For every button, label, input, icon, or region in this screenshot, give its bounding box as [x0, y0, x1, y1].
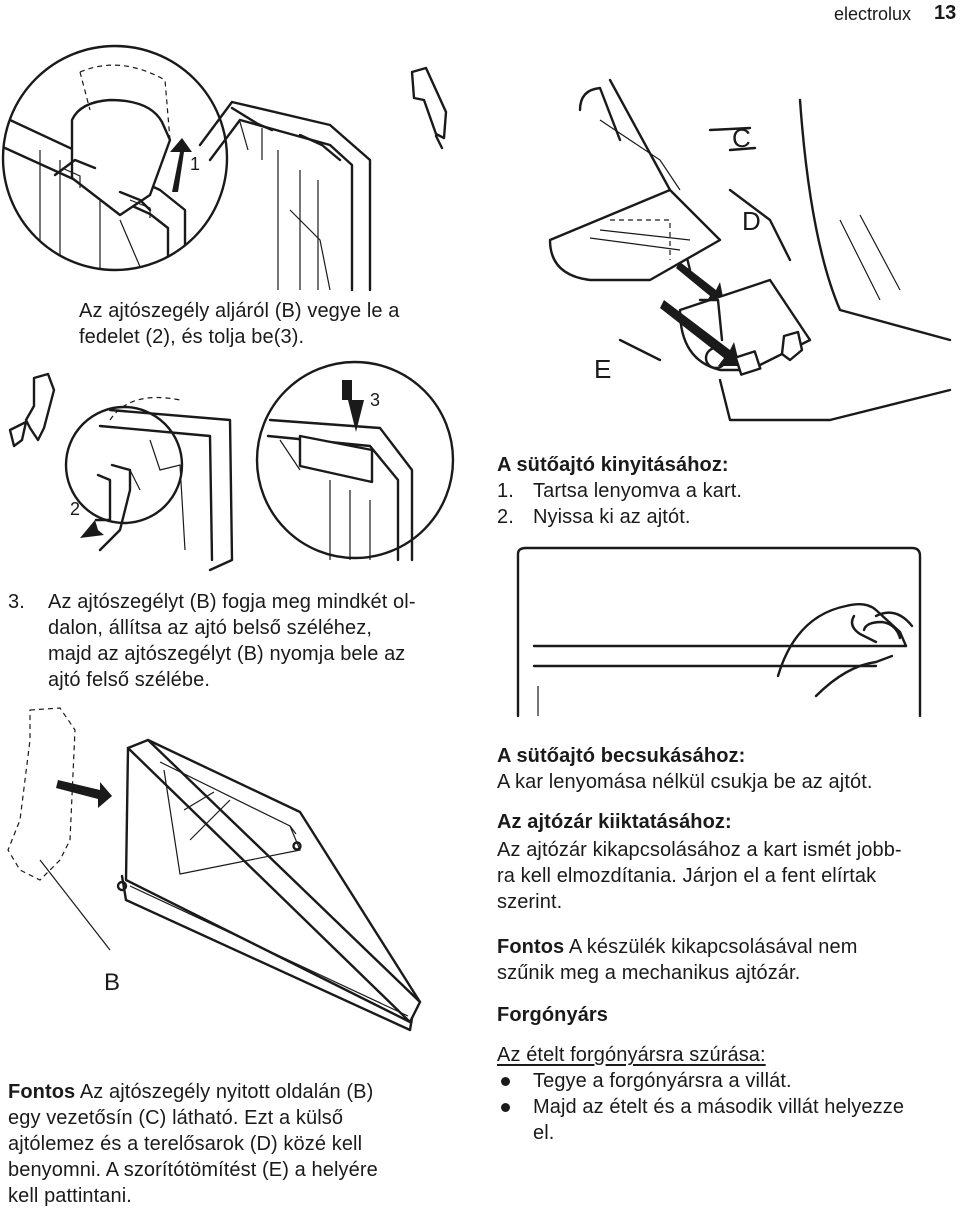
- open-step-1-text: Tartsa lenyomva a kart.: [533, 480, 743, 502]
- figure-label-c: C: [732, 123, 751, 153]
- important-left-line-1: Fontos Az ajtószegély nyitott oldalán (B…: [8, 1079, 378, 1105]
- rotisserie-bullet-2-continuation: el.: [533, 1122, 555, 1144]
- bullet-dot: [501, 1077, 510, 1086]
- figure-guide-rail: C D E: [548, 78, 952, 422]
- open-step-1: 1. Tartsa lenyomva a kart.: [497, 478, 742, 504]
- important-left-label: Fontos: [8, 1081, 76, 1103]
- disable-lock-line-3: szerint.: [497, 891, 563, 913]
- figure-door-trim: B: [7, 707, 422, 1032]
- figure-push-in: 2 3: [8, 360, 455, 572]
- figure-label-2: 2: [70, 499, 80, 519]
- step-3-line-4: ajtó felső szélébe.: [48, 669, 210, 691]
- section-rotisserie-instructions: Az ételt forgónyársra szúrása: Tegye a f…: [497, 1042, 904, 1146]
- important-right: Fontos A készülék kikapcsolásával nem sz…: [497, 934, 858, 986]
- rotisserie-subheading: Az ételt forgónyársra szúrása:: [497, 1044, 766, 1066]
- disable-lock-heading: Az ajtózár kiiktatásához:: [497, 811, 732, 833]
- figure-label-b: B: [104, 969, 120, 996]
- section-open-door: A sütőajtó kinyitásához: 1. Tartsa lenyom…: [497, 452, 742, 530]
- open-step-2-text: Nyissa ki az ajtót.: [533, 506, 691, 528]
- important-left-line-4: benyomni. A szorítótömítést (E) a helyér…: [8, 1159, 378, 1181]
- rotisserie-bullet-2: Majd az ételt és a második villát helyez…: [497, 1094, 904, 1146]
- page-number: 13: [934, 2, 957, 24]
- step-3: 3. Az ajtószegélyt (B) fogja meg mindkét…: [8, 589, 960, 693]
- caption-fig1-line-1: Az ajtószegély aljáról (B) vegye le a: [79, 300, 400, 322]
- rotisserie-heading: Forgónyárs: [497, 1004, 609, 1026]
- important-left: Fontos Az ajtószegély nyitott oldalán (B…: [8, 1079, 378, 1209]
- section-close-door: A sütőajtó becsukásához: A kar lenyomása…: [497, 743, 873, 795]
- rotisserie-bullet-1-text: Tegye a forgónyársra a villát.: [533, 1070, 792, 1092]
- figure-label-d: D: [742, 206, 761, 236]
- caption-fig1: Az ajtószegély aljáról (B) vegye le a fe…: [79, 298, 400, 350]
- important-left-line-5: kell pattintani.: [8, 1185, 132, 1207]
- rotisserie-bullet-1: Tegye a forgónyársra a villát.: [497, 1068, 904, 1094]
- figure-label-3: 3: [370, 390, 380, 410]
- figure-label-1: 1: [190, 154, 200, 174]
- figure-remove-cover: 1: [1, 44, 448, 292]
- brand-name: electrolux: [834, 4, 912, 24]
- section-disable-lock: Az ajtózár kiiktatásához: Az ajtózár kik…: [497, 809, 902, 915]
- open-step-2: 2. Nyissa ki az ajtót.: [497, 504, 742, 530]
- open-door-heading: A sütőajtó kinyitásához:: [497, 454, 729, 476]
- step-3-number: 3.: [8, 591, 25, 613]
- bullet-dot: [501, 1103, 510, 1112]
- section-rotisserie: Forgónyárs: [497, 1002, 608, 1028]
- step-3-line-1: Az ajtószegélyt (B) fogja meg mindkét ol…: [48, 591, 416, 613]
- rotisserie-bullet-2-text: Majd az ételt és a második villát helyez…: [533, 1096, 905, 1118]
- open-step-2-number: 2.: [497, 506, 514, 528]
- rotisserie-bullets: Tegye a forgónyársra a villát. Majd az é…: [497, 1068, 904, 1146]
- important-right-line-2: szűnik meg a mechanikus ajtózár.: [497, 962, 801, 984]
- figure-label-e: E: [594, 354, 611, 384]
- open-step-1-number: 1.: [497, 480, 514, 502]
- caption-fig1-line-2: fedelet (2), és tolja be(3).: [79, 326, 305, 348]
- close-door-text: A kar lenyomása nélkül csukja be az ajtó…: [497, 771, 873, 793]
- important-right-label: Fontos: [497, 936, 565, 958]
- important-left-first-line: Az ajtószegély nyitott oldalán (B): [75, 1081, 374, 1103]
- important-left-line-2: egy vezetősín (C) látható. Ezt a külső: [8, 1107, 344, 1129]
- disable-lock-line-1: Az ajtózár kikapcsolásához a kart ismét …: [497, 839, 902, 861]
- disable-lock-line-2: ra kell elmozdítania. Járjon el a fent e…: [497, 865, 877, 887]
- close-door-heading: A sütőajtó becsukásához:: [497, 745, 746, 767]
- figure-oven-handle: [516, 546, 922, 718]
- important-right-line-1: Fontos A készülék kikapcsolásával nem: [497, 934, 858, 960]
- step-3-line-2: dalon, állítsa az ajtó belső széléhez,: [48, 617, 372, 639]
- important-left-line-3: ajtólemez és a terelősarok (D) közé kell: [8, 1133, 363, 1155]
- important-right-first-line: A készülék kikapcsolásával nem: [564, 936, 858, 958]
- step-3-line-3: majd az ajtószegélyt (B) nyomja bele az: [48, 643, 406, 665]
